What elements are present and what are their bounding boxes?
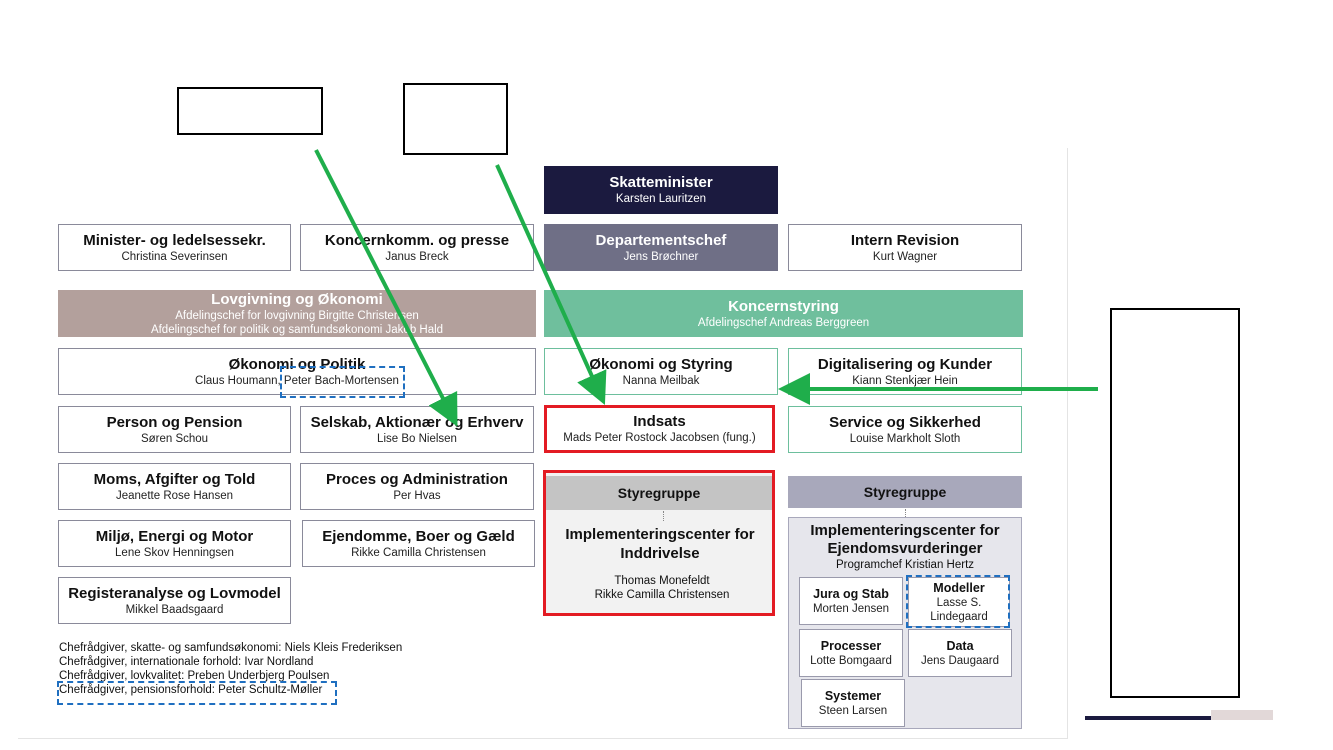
bottom-separator-line	[18, 738, 1068, 739]
box-name: Kurt Wagner	[872, 250, 938, 263]
unit-name: Louise Markholt Sloth	[849, 432, 961, 445]
ejendom-title: Implementeringscenter for Ejendomsvurder…	[810, 522, 1000, 557]
unit-registeranalyse: Registeranalyse og Lovmodel Mikkel Baads…	[58, 577, 291, 624]
box-intern-revision: Intern Revision Kurt Wagner	[788, 224, 1022, 271]
inddrivelse-name1: Thomas Monefeldt	[614, 575, 710, 587]
styregruppe-label: Styregruppe	[863, 484, 947, 500]
unit-person-pension: Person og Pension Søren Schou	[58, 406, 291, 453]
box-title: Intern Revision	[850, 231, 960, 249]
styregruppe-header: Styregruppe	[546, 476, 772, 510]
sub-title: Processer	[820, 638, 882, 653]
unit-name: Mads Peter Rostock Jacobsen (fung.)	[563, 432, 756, 444]
unit-name: Rikke Camilla Christensen	[351, 546, 486, 559]
unit-miljo: Miljø, Energi og Motor Lene Skov Henning…	[58, 520, 291, 567]
blank-label-box-2	[403, 83, 508, 155]
unit-title: Registeranalyse og Lovmodel	[68, 584, 281, 602]
sub-name: Steen Larsen	[818, 704, 888, 717]
box-name: Karsten Lauritzen	[615, 193, 707, 205]
blank-label-box-3	[1110, 308, 1240, 698]
ejendom-subtitle: Programchef Kristian Hertz	[835, 559, 975, 571]
box-departementschef: Departementschef Jens Brøchner	[544, 224, 778, 271]
unit-ejendomme: Ejendomme, Boer og Gæld Rikke Camilla Ch…	[302, 520, 535, 567]
unit-name: Mikkel Baadsgaard	[125, 603, 224, 616]
unit-title: Selskab, Aktionær og Erhverv	[310, 413, 524, 431]
chefraadgiver-notes: Chefrådgiver, skatte- og samfundsøkonomi…	[59, 641, 479, 697]
unit-moms: Moms, Afgifter og Told Jeanette Rose Han…	[58, 463, 291, 510]
ejendom-connector	[905, 509, 906, 517]
header-line1: Afdelingschef for lovgivning Birgitte Ch…	[175, 309, 419, 322]
header-lovgivning: Lovgivning og Økonomi Afdelingschef for …	[58, 290, 536, 337]
box-name: Jens Brøchner	[623, 250, 699, 263]
unit-proces: Proces og Administration Per Hvas	[300, 463, 534, 510]
footer-bar-light	[1211, 710, 1273, 720]
unit-name: Jeanette Rose Hansen	[116, 489, 233, 502]
sub-name: Lasse S. Lindegaard	[930, 596, 988, 623]
unit-name: Nanna Meilbak	[622, 374, 700, 387]
unit-title: Service og Sikkerhed	[829, 413, 981, 431]
inddrivelse-connector	[663, 511, 664, 521]
dashed-marker-bach-mortensen	[280, 366, 405, 398]
unit-selskab: Selskab, Aktionær og Erhverv Lise Bo Nie…	[300, 406, 534, 453]
note-line: Chefrådgiver, lovkvalitet: Preben Underb…	[59, 670, 330, 682]
inddrivelse-title: Implementeringscenter for Inddrivelse	[565, 526, 755, 562]
header-subtitle: Afdelingschef Andreas Berggreen	[697, 316, 870, 329]
unit-title: Indsats	[633, 413, 686, 430]
box-title: Minister- og ledelsessekr.	[83, 231, 266, 249]
blank-label-box-1	[177, 87, 323, 135]
sub-title: Modeller	[933, 580, 985, 595]
unit-name: Søren Schou	[140, 432, 209, 445]
box-koncernkomm: Koncernkomm. og presse Janus Breck	[300, 224, 534, 271]
header-title: Koncernstyring	[728, 297, 839, 315]
box-name: Janus Breck	[385, 250, 449, 263]
header-title: Lovgivning og Økonomi	[211, 290, 383, 308]
ejendom-styregruppe-header: Styregruppe	[788, 476, 1022, 508]
note-line: Chefrådgiver, internationale forhold: Iv…	[59, 656, 314, 668]
unit-name: Per Hvas	[393, 489, 441, 502]
box-title: Departementschef	[595, 231, 727, 249]
sub-name: Lotte Bomgaard	[810, 654, 892, 667]
dashed-marker-pension-note	[57, 681, 337, 705]
footer-bar-dark	[1085, 716, 1211, 720]
sub-title: Systemer	[824, 688, 882, 703]
note-line: Chefrådgiver, skatte- og samfundsøkonomi…	[59, 642, 403, 654]
unit-title: Proces og Administration	[326, 470, 508, 488]
unit-title: Miljø, Energi og Motor	[95, 527, 254, 545]
sub-processer: Processer Lotte Bomgaard	[799, 629, 903, 677]
sub-systemer: Systemer Steen Larsen	[801, 679, 905, 727]
box-skatteminister: Skatteminister Karsten Lauritzen	[544, 166, 778, 214]
unit-service-sikkerhed: Service og Sikkerhed Louise Markholt Slo…	[788, 406, 1022, 453]
dashed-marker-modeller	[906, 575, 1010, 628]
sub-modeller: Modeller Lasse S. Lindegaard	[908, 577, 1010, 627]
note-line: Chefrådgiver, pensionsforhold: Peter Sch…	[59, 684, 323, 696]
header-line2: Afdelingschef for politik og samfundsøko…	[150, 323, 444, 336]
unit-title: Moms, Afgifter og Told	[93, 470, 256, 488]
box-title: Koncernkomm. og presse	[324, 231, 510, 249]
unit-digitalisering: Digitalisering og Kunder Kiann Stenkjær …	[788, 348, 1022, 395]
sub-title: Data	[946, 638, 974, 653]
header-koncernstyring: Koncernstyring Afdelingschef Andreas Ber…	[544, 290, 1023, 337]
sub-jura-stab: Jura og Stab Morten Jensen	[799, 577, 903, 625]
unit-okonomi-styring: Økonomi og Styring Nanna Meilbak	[544, 348, 778, 395]
inddrivelse-name2: Rikke Camilla Christensen	[594, 589, 730, 601]
unit-title: Digitalisering og Kunder	[817, 355, 993, 373]
unit-name: Lene Skov Henningsen	[115, 546, 234, 559]
sub-name: Morten Jensen	[812, 602, 890, 615]
styregruppe-label: Styregruppe	[617, 485, 701, 501]
unit-name: Lise Bo Nielsen	[377, 432, 457, 445]
box-title: Skatteminister	[609, 174, 713, 191]
unit-title: Økonomi og Styring	[589, 355, 733, 373]
unit-name: Kiann Stenkjær Hein	[852, 374, 958, 387]
sub-name: Jens Daugaard	[921, 654, 999, 667]
box-name: Christina Severinsen	[121, 250, 228, 263]
unit-title: Person og Pension	[106, 413, 243, 431]
sub-data: Data Jens Daugaard	[908, 629, 1012, 677]
unit-title: Ejendomme, Boer og Gæld	[322, 527, 515, 545]
ejendom-group: Implementeringscenter for Ejendomsvurder…	[788, 517, 1022, 729]
box-minister-sekr: Minister- og ledelsessekr. Christina Sev…	[58, 224, 291, 271]
sub-title: Jura og Stab	[813, 586, 889, 601]
unit-indsats: Indsats Mads Peter Rostock Jacobsen (fun…	[544, 405, 775, 453]
inddrivelse-group: Styregruppe Implementeringscenter for In…	[543, 470, 775, 616]
right-separator-line	[1067, 148, 1068, 738]
